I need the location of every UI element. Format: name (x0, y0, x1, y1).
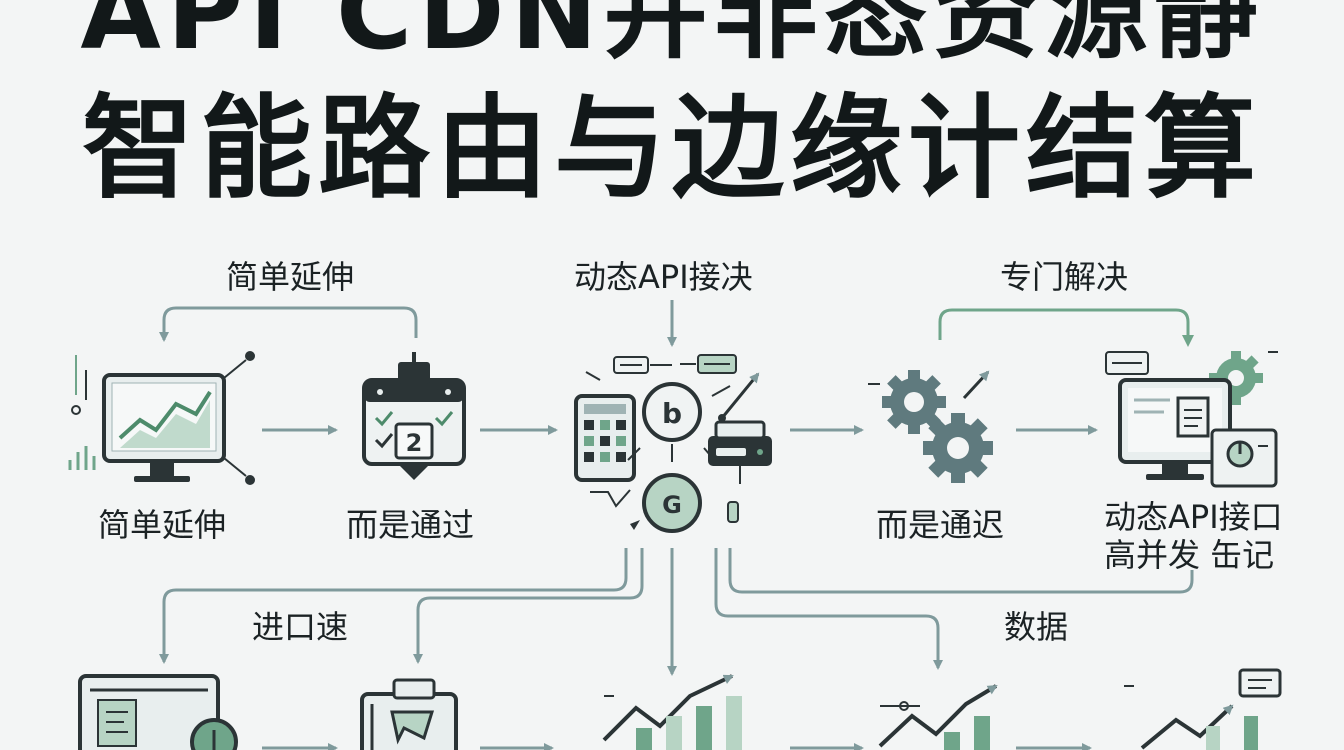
hub-icon: b G (574, 354, 772, 533)
label-node-5-line-1: 动态API接口 (1104, 498, 1283, 536)
calendar-icon: 2 (362, 352, 466, 480)
circle-b-letter: b (662, 397, 682, 430)
label-bottom-left: 进口速 (252, 608, 349, 646)
calendar-number: 2 (406, 429, 423, 457)
label-node-1: 简单延伸 (98, 506, 227, 544)
label-node-5-line-2: 高并发 缶记 (1104, 536, 1275, 574)
title-line-2: 智能路由与边缘计结算 (82, 84, 1262, 214)
circle-g-letter: G (662, 491, 682, 519)
bottom-trend-chart-icon (602, 674, 742, 750)
connector-lines (159, 548, 1194, 676)
label-bottom-right: 数据 (1004, 608, 1069, 646)
label-top-center: 动态API接决 (574, 258, 753, 296)
bottom-book-icon (360, 678, 458, 750)
monitor-document-icon (1105, 351, 1278, 488)
label-node-2: 而是通过 (346, 506, 475, 544)
gears-icon (868, 370, 993, 483)
monitor-chart-icon (68, 351, 255, 485)
label-node-4: 而是通迟 (876, 506, 1005, 544)
bottom-chat-chart-icon (1124, 668, 1282, 750)
bottom-monitor-icon (78, 674, 238, 750)
label-top-left-loop: 简单延伸 (226, 258, 355, 296)
bottom-growth-chart-icon (878, 684, 998, 750)
loop-arrow-right (938, 308, 1194, 347)
title-line-1: API CDN并非态资源静 (80, 0, 1264, 73)
label-top-right-loop: 专门解决 (1000, 258, 1129, 296)
loop-arrow-left (159, 306, 418, 342)
